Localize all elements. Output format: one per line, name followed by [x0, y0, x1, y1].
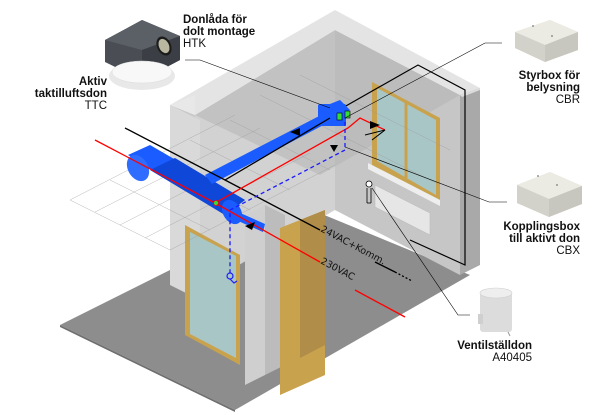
ttc-label: Aktiv taktilluftsdon TTC — [35, 76, 107, 112]
htk-title-2: dolt montage — [183, 26, 256, 38]
airflow-arrow-4 — [245, 222, 255, 230]
a40405-product-image — [478, 287, 513, 337]
airflow-arrow-3 — [370, 121, 380, 129]
power-wire-tail — [354, 289, 406, 318]
control-wire-dotted — [394, 271, 413, 282]
window-sill — [368, 163, 440, 206]
htk-code: HTK — [183, 38, 206, 50]
airflow-arrow-1 — [290, 128, 300, 136]
airflow-angle — [364, 129, 386, 141]
power-wire-to-label — [214, 202, 321, 263]
connector-left — [336, 112, 343, 121]
ttc-code: TTC — [84, 100, 107, 112]
connector-right — [344, 110, 351, 119]
airflow-arrow-2 — [330, 145, 338, 152]
cbr-product-image — [515, 20, 578, 62]
leader-htk — [185, 59, 331, 109]
a40405-label: Ventilställdon A40405 — [457, 340, 532, 364]
cbr-label: Styrbox för belysning CBR — [519, 70, 580, 106]
ttc-diffuser-image — [109, 60, 175, 90]
front-wall-left-top — [170, 95, 195, 115]
wall-top-back — [170, 10, 480, 115]
left-window-glass — [190, 232, 236, 358]
cbx-title-2: till aktivt don — [509, 233, 580, 245]
a40405-title: Ventilställdon — [457, 340, 532, 352]
power-wire — [94, 117, 386, 204]
signal-wire-dashed — [229, 122, 346, 273]
leader-cbx — [344, 146, 507, 203]
ttc-title-1: Aktiv — [78, 76, 107, 88]
cbr-title-1: Styrbox för — [518, 70, 580, 82]
cbr-boundary-line — [329, 64, 466, 266]
cbx-label: Kopplingsbox till aktivt don CBX — [503, 221, 580, 257]
leader-cbr — [344, 42, 502, 119]
cbx-title-1: Kopplingsbox — [503, 221, 580, 233]
front-wall-pillar — [245, 205, 265, 385]
radiator — [374, 184, 431, 236]
htk-title-1: Donlåda för — [183, 14, 247, 26]
ceiling-interior — [195, 30, 460, 175]
wall-right-end-face — [460, 88, 480, 275]
door-panel — [300, 210, 325, 358]
supply-duct-main — [126, 145, 245, 225]
cbx-code: CBX — [556, 245, 580, 257]
cbr-code: CBR — [555, 94, 580, 106]
valve-hook — [229, 278, 238, 284]
control-wire-tail — [374, 261, 396, 273]
a40405-code: A40405 — [492, 352, 532, 364]
power-junction — [213, 200, 219, 206]
cbx-product-image — [517, 172, 582, 217]
leader-a40405 — [371, 187, 470, 316]
cbr-title-2: belysning — [526, 82, 580, 94]
floor-front-edge — [60, 325, 235, 412]
valve-thermostat — [365, 180, 373, 204]
ttc-title-2: taktilluftsdon — [34, 88, 107, 100]
htk-label: Donlåda för dolt montage HTK — [183, 14, 255, 50]
